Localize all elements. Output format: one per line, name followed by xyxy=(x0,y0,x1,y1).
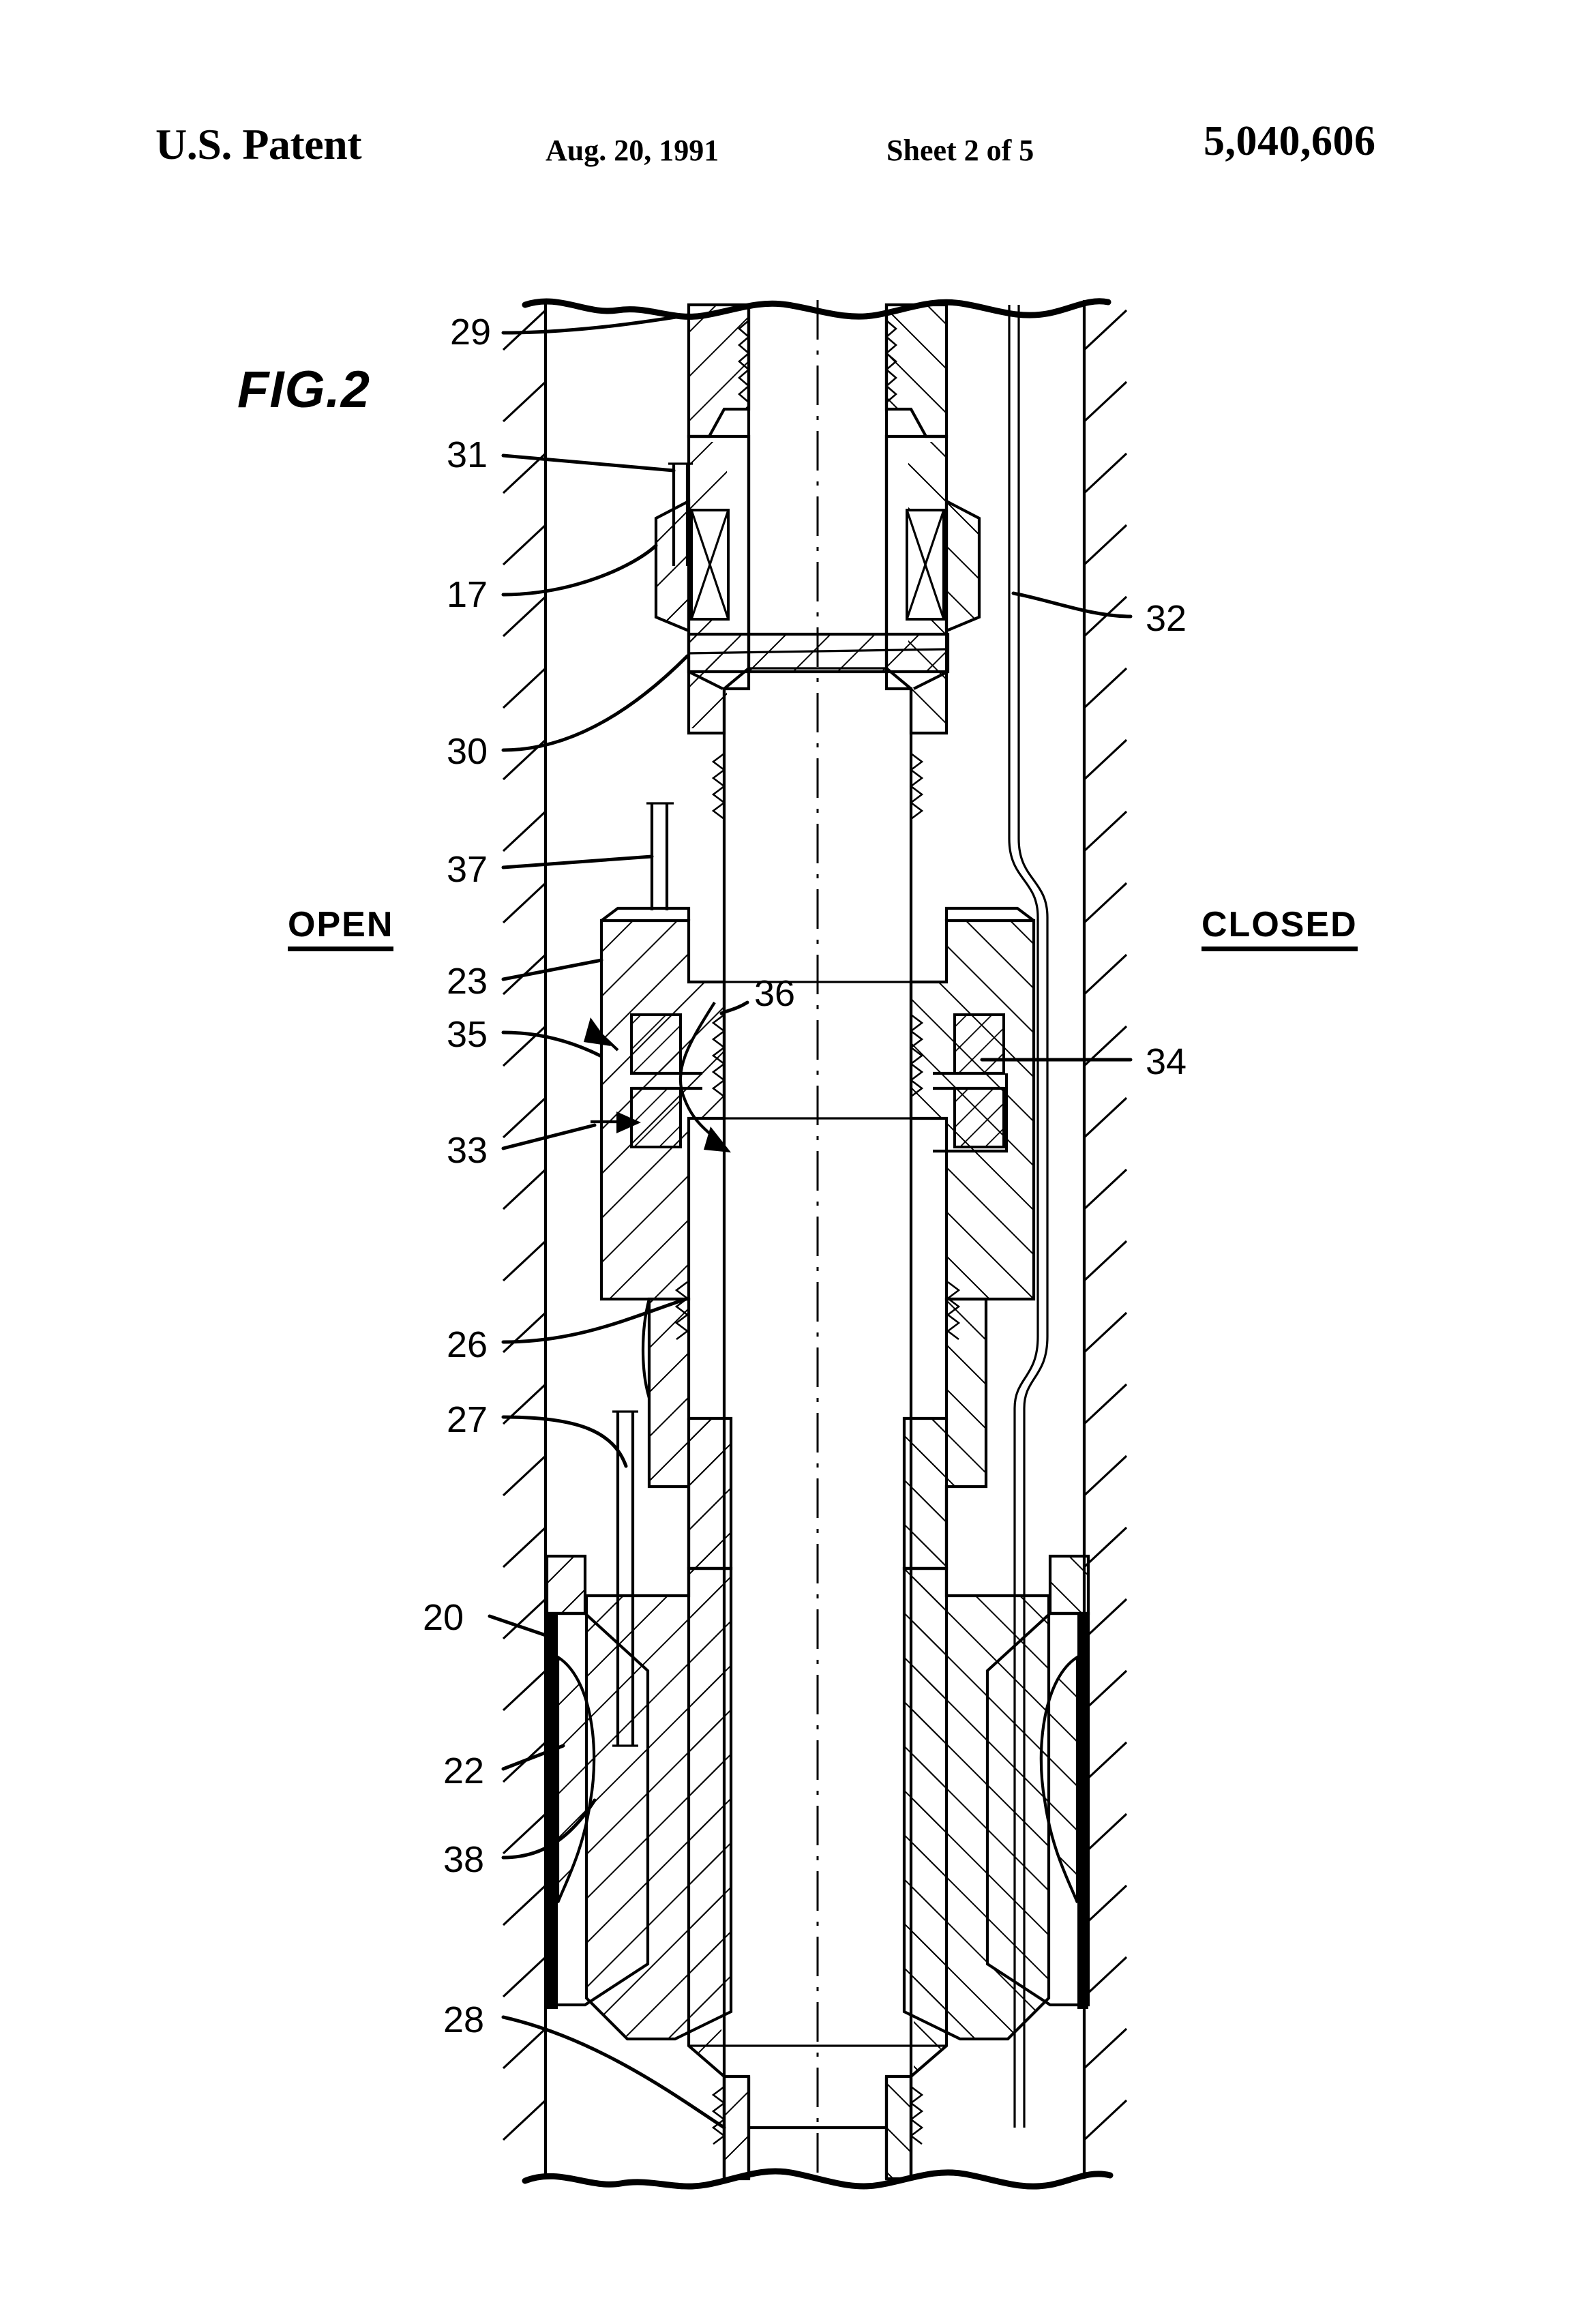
lower-housing-taper-right-26 xyxy=(902,1297,988,1570)
thread-joint-mid-left xyxy=(711,752,726,820)
outer-tubular-collar-32 xyxy=(1008,305,1049,2128)
retainer-ring-right-17 xyxy=(906,498,981,634)
refnum-27: 27 xyxy=(447,1399,488,1440)
slip-block-right-20 xyxy=(985,1554,1090,2009)
refnum-17: 17 xyxy=(447,574,488,615)
inner-mandrel-tube xyxy=(722,303,913,2179)
upper-shoulder-flange xyxy=(687,632,950,690)
upper-body-sleeve-right xyxy=(884,434,949,735)
closed-state-caption: CLOSED xyxy=(1202,907,1358,951)
refnum-31: 31 xyxy=(447,434,488,475)
slip-block-left-20 xyxy=(545,1554,650,2009)
retainer-ring-left-17 xyxy=(654,498,730,634)
seal-block-right-34 xyxy=(933,1013,1009,1153)
main-housing-left-23 xyxy=(599,906,726,1301)
top-break-line xyxy=(522,298,1111,320)
refnum-33: 33 xyxy=(447,1130,488,1171)
leader-lines xyxy=(488,313,1133,2130)
refnum-29: 29 xyxy=(450,312,492,353)
refnum-37: 37 xyxy=(447,849,488,890)
bottom-thread-joint-right-28 xyxy=(884,2074,924,2181)
inner-sleeve-lower xyxy=(687,1418,949,2179)
casing-wall-right xyxy=(1082,300,1128,2175)
refnum-30: 30 xyxy=(447,731,488,772)
refnum-22: 22 xyxy=(443,1751,485,1791)
thread-joint-mid-right xyxy=(909,752,924,820)
lower-housing-taper-left-26 xyxy=(641,1297,733,1570)
figure-label: FIG.2 xyxy=(237,361,371,419)
upper-body-sleeve-left xyxy=(687,434,751,735)
patent-header: U.S. Patent Aug. 20, 1991 Sheet 2 of 5 5… xyxy=(0,0,1582,191)
port-passage-upper-31 xyxy=(668,462,693,566)
sleeve-hatch-right xyxy=(914,1418,944,2073)
bottom-thread-joint-left-28 xyxy=(711,2074,751,2181)
sleeve-hatch-left xyxy=(691,1418,721,2073)
upper-threaded-collar-left xyxy=(687,303,751,438)
refnum-34: 34 xyxy=(1146,1041,1187,1082)
casing-wall-left xyxy=(502,300,548,2175)
thread-seal-right xyxy=(909,1013,924,1098)
packer-cone-right xyxy=(902,1566,1051,2041)
refnum-38: 38 xyxy=(443,1839,485,1880)
bottom-break-line xyxy=(522,2168,1114,2190)
patent-office-title: U.S. Patent xyxy=(155,120,362,168)
patent-sheet-number: Sheet 2 of 5 xyxy=(886,134,1034,167)
main-housing-right-23 xyxy=(909,906,1036,1301)
port-passage-left-37 xyxy=(646,802,674,910)
patent-date: Aug. 20, 1991 xyxy=(546,134,719,167)
open-state-caption: OPEN xyxy=(288,907,394,951)
thread-lower-right xyxy=(946,1281,961,1341)
upper-threaded-collar-right xyxy=(884,303,949,438)
packer-cone-left xyxy=(584,1566,733,2041)
refnum-32: 32 xyxy=(1146,598,1187,639)
refnum-28: 28 xyxy=(443,1999,485,2040)
refnum-26: 26 xyxy=(447,1324,488,1365)
refnum-36: 36 xyxy=(754,973,796,1014)
refnum-20: 20 xyxy=(423,1597,464,1638)
lower-port-pin-left xyxy=(612,1410,638,1747)
packer-element-left-22 xyxy=(556,1654,596,1903)
seal-block-left-35-33 xyxy=(584,1001,731,1152)
patent-number: 5,040,606 xyxy=(1204,118,1376,164)
refnum-35: 35 xyxy=(447,1014,488,1055)
packer-element-right-22 xyxy=(1039,1654,1079,1903)
refnum-23: 23 xyxy=(447,961,488,1002)
thread-lower-left xyxy=(674,1281,689,1341)
thread-seal-left xyxy=(711,1013,726,1098)
